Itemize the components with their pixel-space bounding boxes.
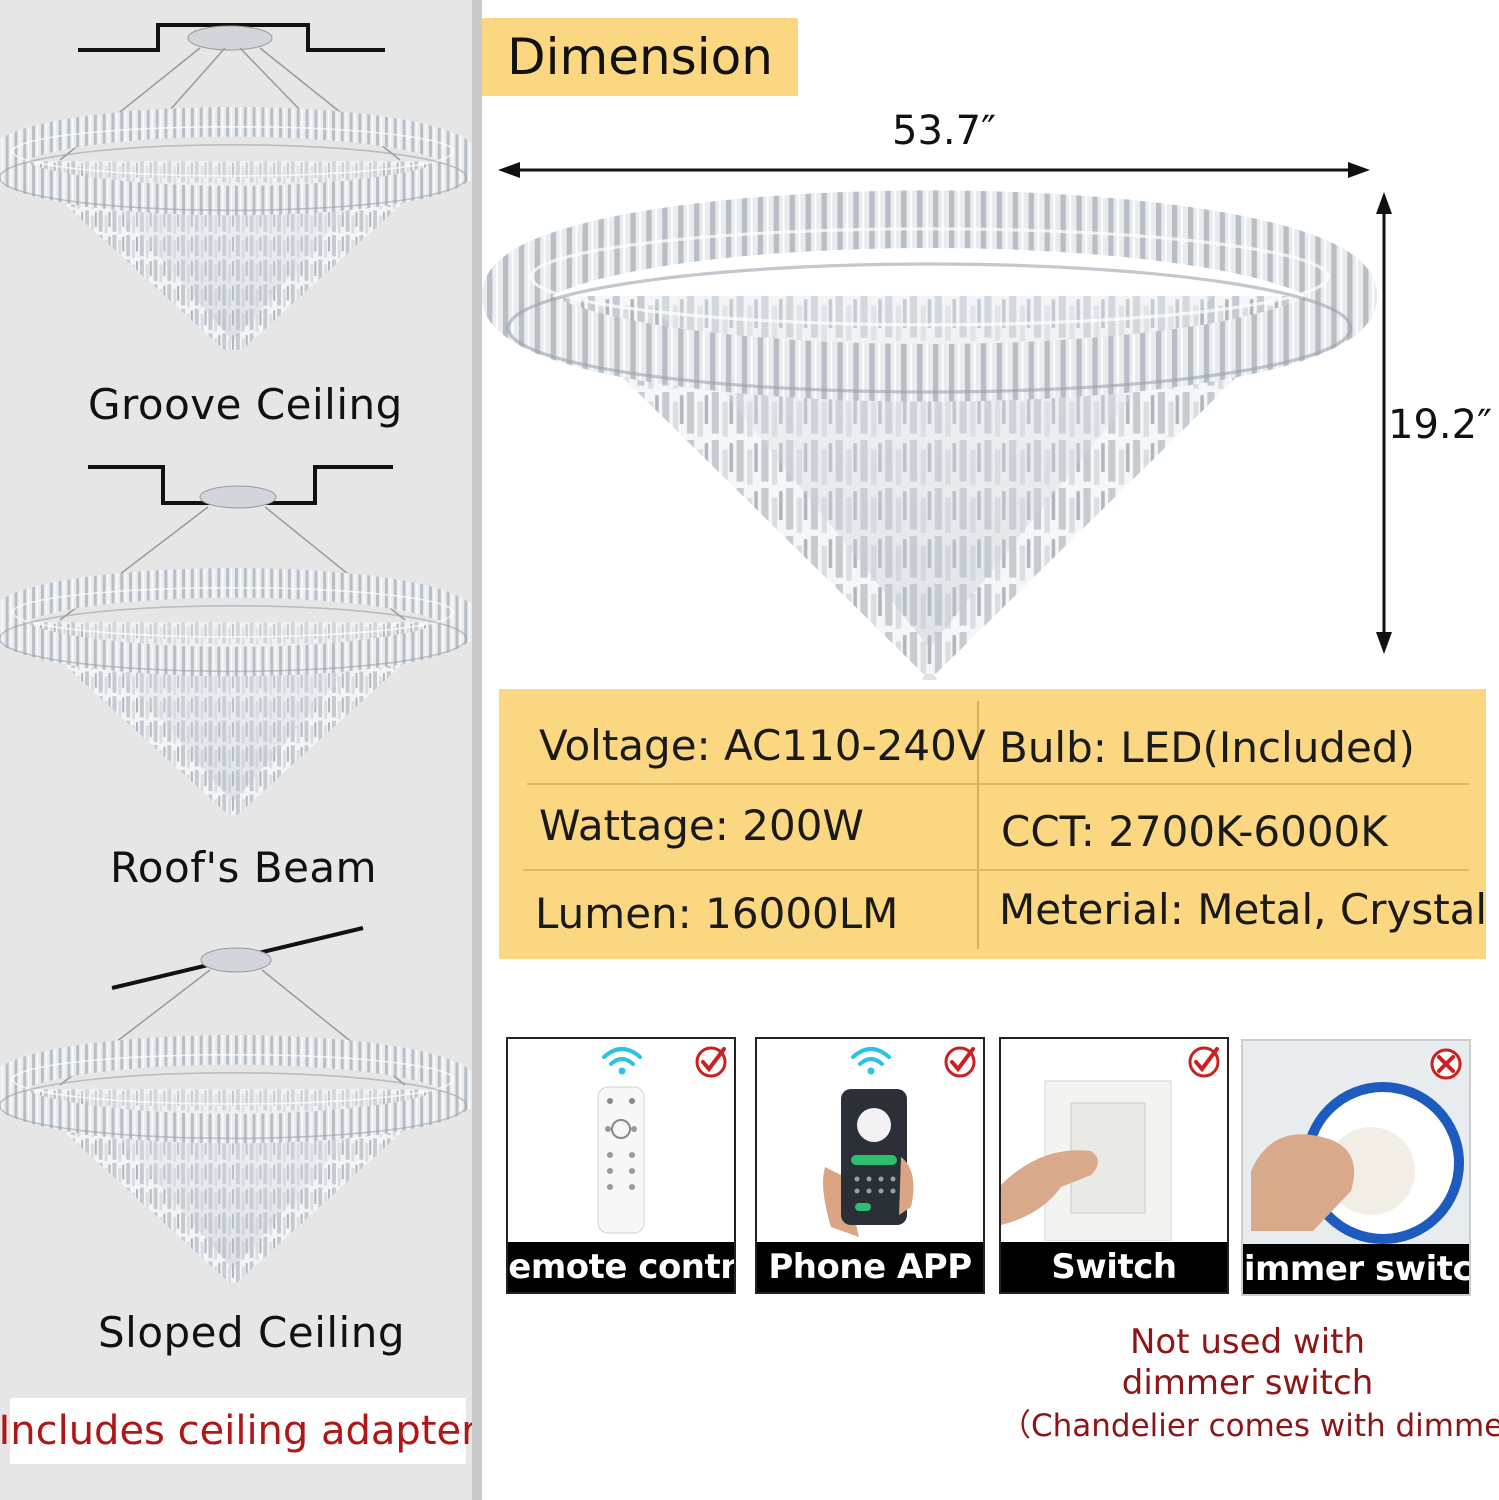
dimension-diagram [482, 162, 1392, 680]
warning-line-2: dimmer switch [1121, 1363, 1374, 1403]
control-card-remote: Remote contro [506, 1037, 736, 1294]
height-dimension-label: 19.2″ [1388, 402, 1493, 448]
spec-row-divider [527, 783, 1469, 785]
spec-voltage: Voltage: AC110-240V [539, 721, 986, 770]
control-caption-switch: Switch [1001, 1242, 1227, 1292]
smartphone-icon [823, 1089, 914, 1237]
dimmer-warning-note: Not used with dimmer switch （Chandelier … [1000, 1322, 1499, 1447]
check-icon [695, 1046, 727, 1078]
control-card-phone-app: Phone APP [755, 1037, 985, 1294]
spec-table: Voltage: AC110-240V Bulb: LED(Included) … [499, 689, 1488, 959]
spec-material: Meterial: Metal, Crystal [999, 885, 1488, 934]
warning-line-1: Not used with [1129, 1322, 1366, 1362]
spec-bulb: Bulb: LED(Included) [999, 723, 1415, 772]
mounting-options-panel: Groove Ceiling Roof's Beam Sloped Ceilin… [0, 0, 478, 1500]
spec-wattage: Wattage: 200W [539, 801, 864, 850]
ceiling-adapter-note: Includes ceiling adapter [0, 1398, 478, 1464]
mount-label-sloped-ceiling: Sloped Ceiling [98, 1308, 405, 1357]
wall-switch-icon [1001, 1080, 1172, 1241]
spec-column-divider [977, 701, 979, 949]
dimension-heading: Dimension [482, 18, 798, 96]
roof-beam-illustration [0, 465, 472, 815]
dimmer-dial-icon [1243, 1041, 1469, 1244]
control-card-dimmer-switch: Dimmer switch [1241, 1039, 1471, 1296]
mount-label-groove-ceiling: Groove Ceiling [88, 380, 403, 429]
spec-cct: CCT: 2700K-6000K [1001, 807, 1388, 856]
wifi-icon [602, 1047, 642, 1075]
remote-control-icon [597, 1086, 645, 1234]
width-dimension-label: 53.7″ [892, 108, 997, 154]
control-caption-dimmer-switch: Dimmer switch [1243, 1244, 1469, 1294]
not-supported-icon [1430, 1048, 1462, 1080]
control-caption-phone-app: Phone APP [757, 1242, 983, 1292]
chandelier-image [508, 219, 1351, 680]
panel-divider [472, 0, 482, 1500]
spec-row-divider [523, 869, 1469, 871]
wifi-icon [851, 1047, 891, 1075]
control-caption-remote: Remote contro [508, 1242, 734, 1292]
sloped-ceiling-illustration [0, 926, 472, 1300]
check-icon [944, 1046, 976, 1078]
groove-ceiling-illustration [0, 23, 472, 350]
warning-line-3: （Chandelier comes with dimmer) [1000, 1408, 1499, 1444]
check-icon [1188, 1046, 1220, 1078]
control-card-switch: Switch [999, 1037, 1229, 1294]
spec-lumen: Lumen: 16000LM [535, 889, 899, 938]
mount-label-roofs-beam: Roof's Beam [110, 843, 378, 892]
